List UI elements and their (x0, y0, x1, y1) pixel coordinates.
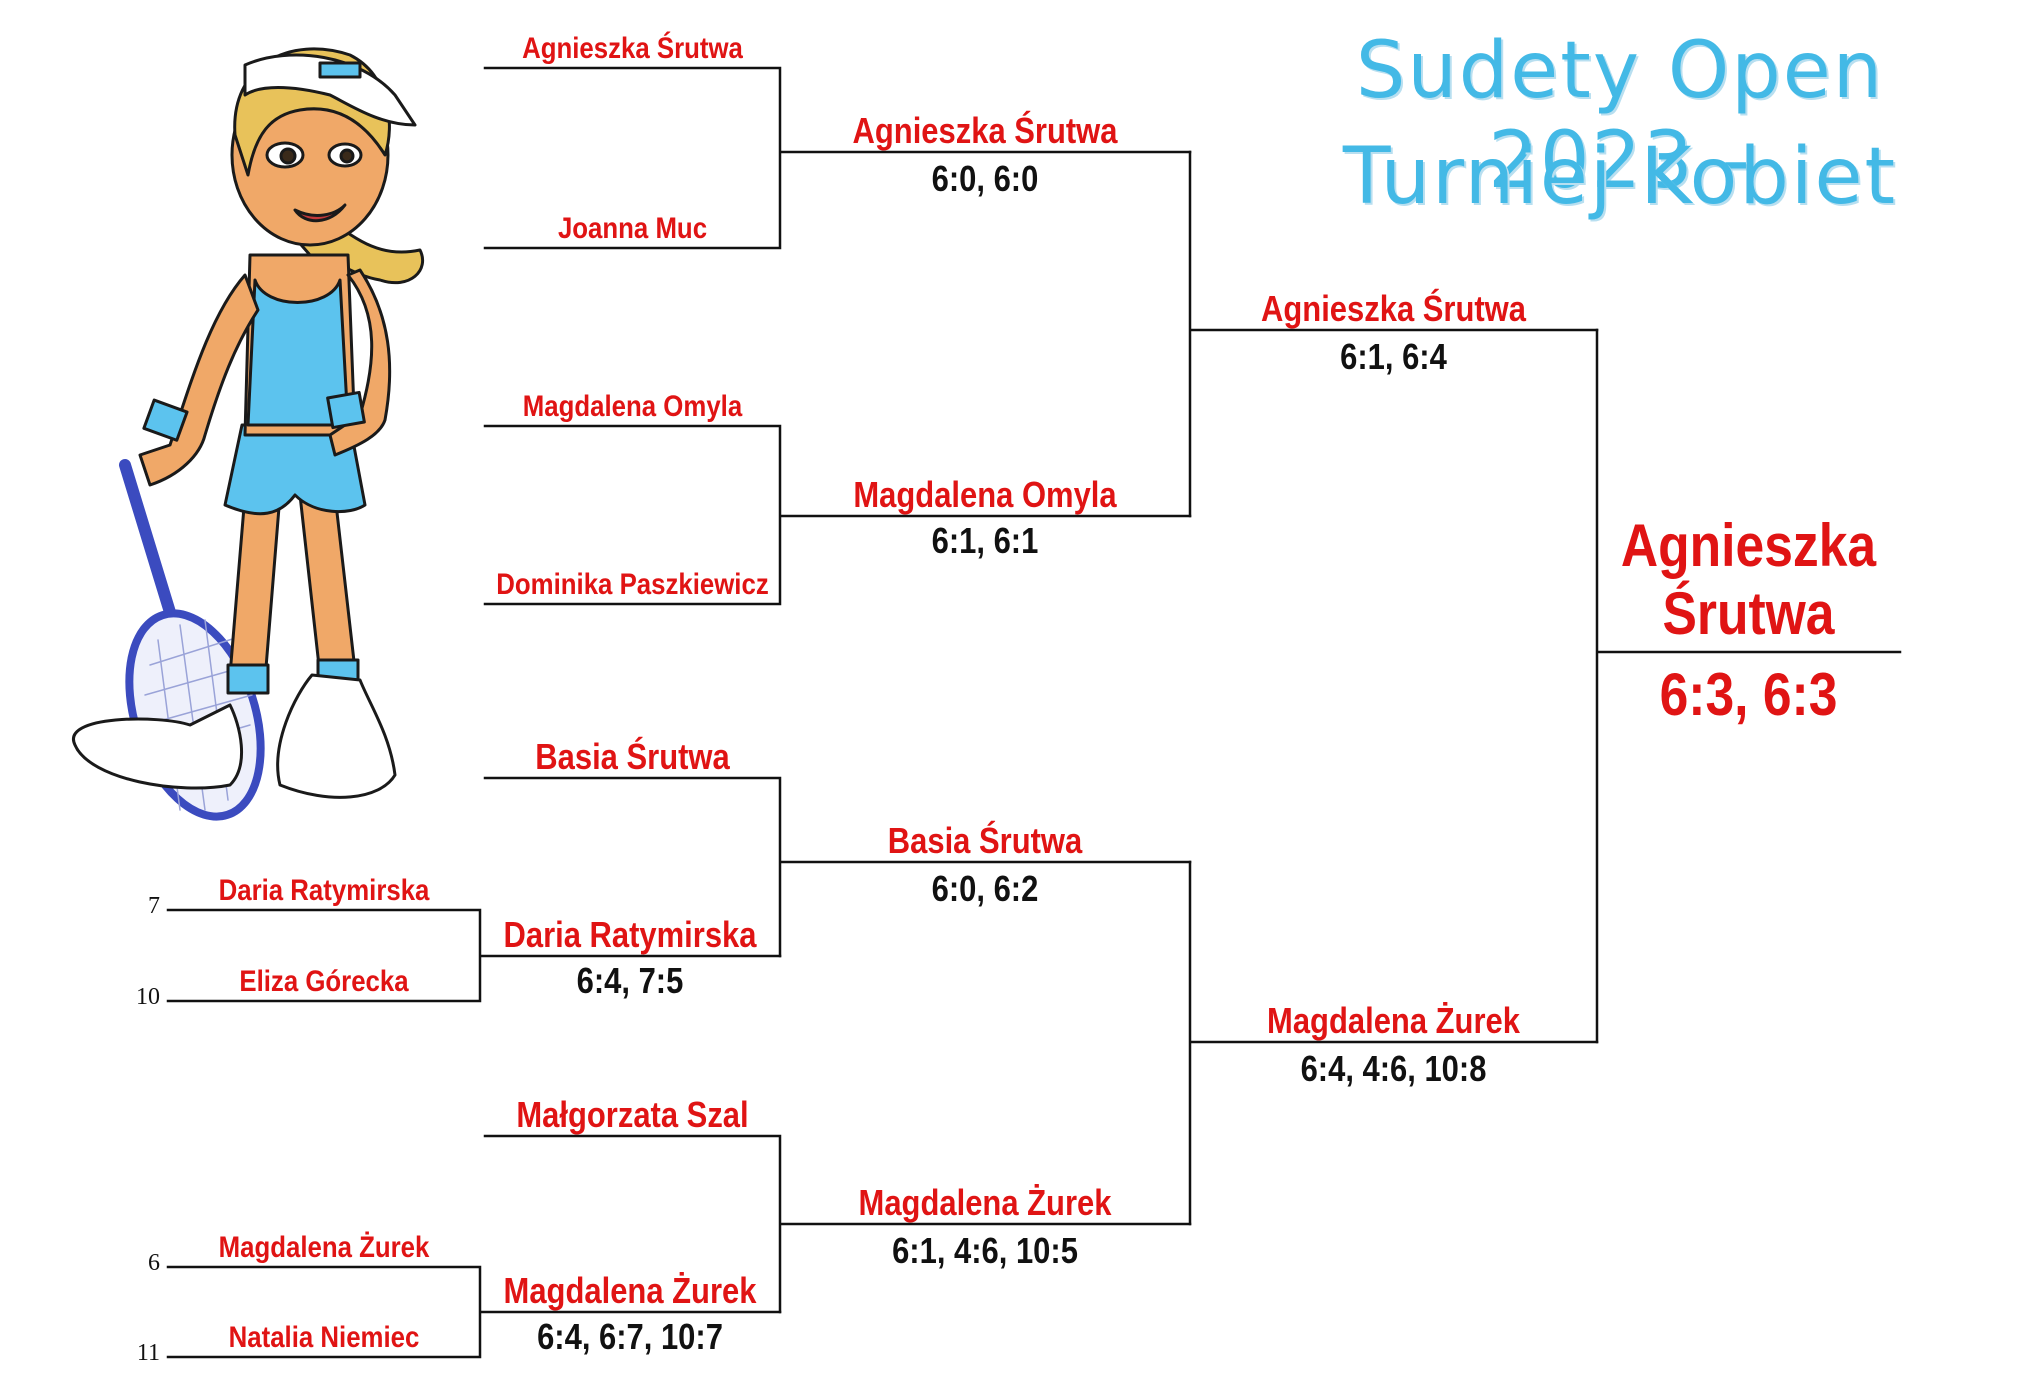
tournament-title-line-2: Turniej Kobiet (1342, 132, 1898, 222)
player-name: Joanna Muc (557, 212, 708, 245)
r2-match-4-lines (483, 1134, 1192, 1314)
r1-match-2-lines (166, 1265, 782, 1359)
match-winner: Magdalena Żurek (503, 1270, 757, 1311)
match-score: 6:0, 6:2 (931, 868, 1039, 909)
r2-match-1-lines (483, 66, 1192, 250)
player-name: Agnieszka Śrutwa (522, 32, 743, 65)
r1-match-1-lines (166, 908, 782, 1003)
match-winner: Daria Ratymirska (503, 914, 757, 955)
champion-name-line-2: Śrutwa (1662, 580, 1835, 647)
qf-bottom-lines (1188, 860, 1599, 1226)
sf-lines (1595, 328, 1902, 1044)
player-name: Daria Ratymirska (218, 874, 430, 907)
player-name: Natalia Niemiec (228, 1321, 420, 1354)
match-winner: Agnieszka Śrutwa (852, 110, 1118, 151)
player-name: Magdalena Żurek (218, 1231, 430, 1264)
champion-name-line-1: Agnieszka (1620, 512, 1877, 579)
match-score: 6:4, 4:6, 10:8 (1300, 1048, 1487, 1089)
player-name: Małgorzata Szal (516, 1094, 749, 1135)
match-score: 6:4, 7:5 (576, 960, 684, 1001)
match-score: 6:1, 6:4 (1340, 336, 1447, 377)
player-name: Magdalena Omyla (522, 390, 743, 423)
seed-number: 10 (136, 984, 160, 1010)
match-winner: Agnieszka Śrutwa (1261, 288, 1526, 329)
player-name: Eliza Górecka (239, 965, 409, 998)
seed-number: 6 (148, 1250, 160, 1276)
seed-number: 7 (148, 893, 160, 919)
r2-match-3-lines (483, 776, 1192, 958)
match-winner: Magdalena Żurek (858, 1182, 1112, 1223)
match-winner: Magdalena Żurek (1267, 1000, 1520, 1041)
match-score: 6:0, 6:0 (931, 158, 1039, 199)
player-name: Basia Śrutwa (535, 736, 730, 777)
r2-match-2-lines (483, 424, 1192, 606)
match-score: 6:1, 6:1 (931, 520, 1039, 561)
player-name: Dominika Paszkiewicz (496, 568, 769, 601)
tournament-title-line-1: Sudety Open 2023 - (1355, 26, 1885, 206)
match-winner: Magdalena Omyla (853, 474, 1117, 515)
match-winner: Basia Śrutwa (887, 820, 1083, 861)
final-score: 6:3, 6:3 (1659, 661, 1838, 728)
match-score: 6:1, 4:6, 10:5 (892, 1230, 1078, 1271)
qf-top-lines (1188, 150, 1599, 518)
seed-number: 11 (136, 1340, 160, 1366)
tennis-player-illustration (72, 47, 425, 821)
match-score: 6:4, 6:7, 10:7 (537, 1316, 723, 1357)
